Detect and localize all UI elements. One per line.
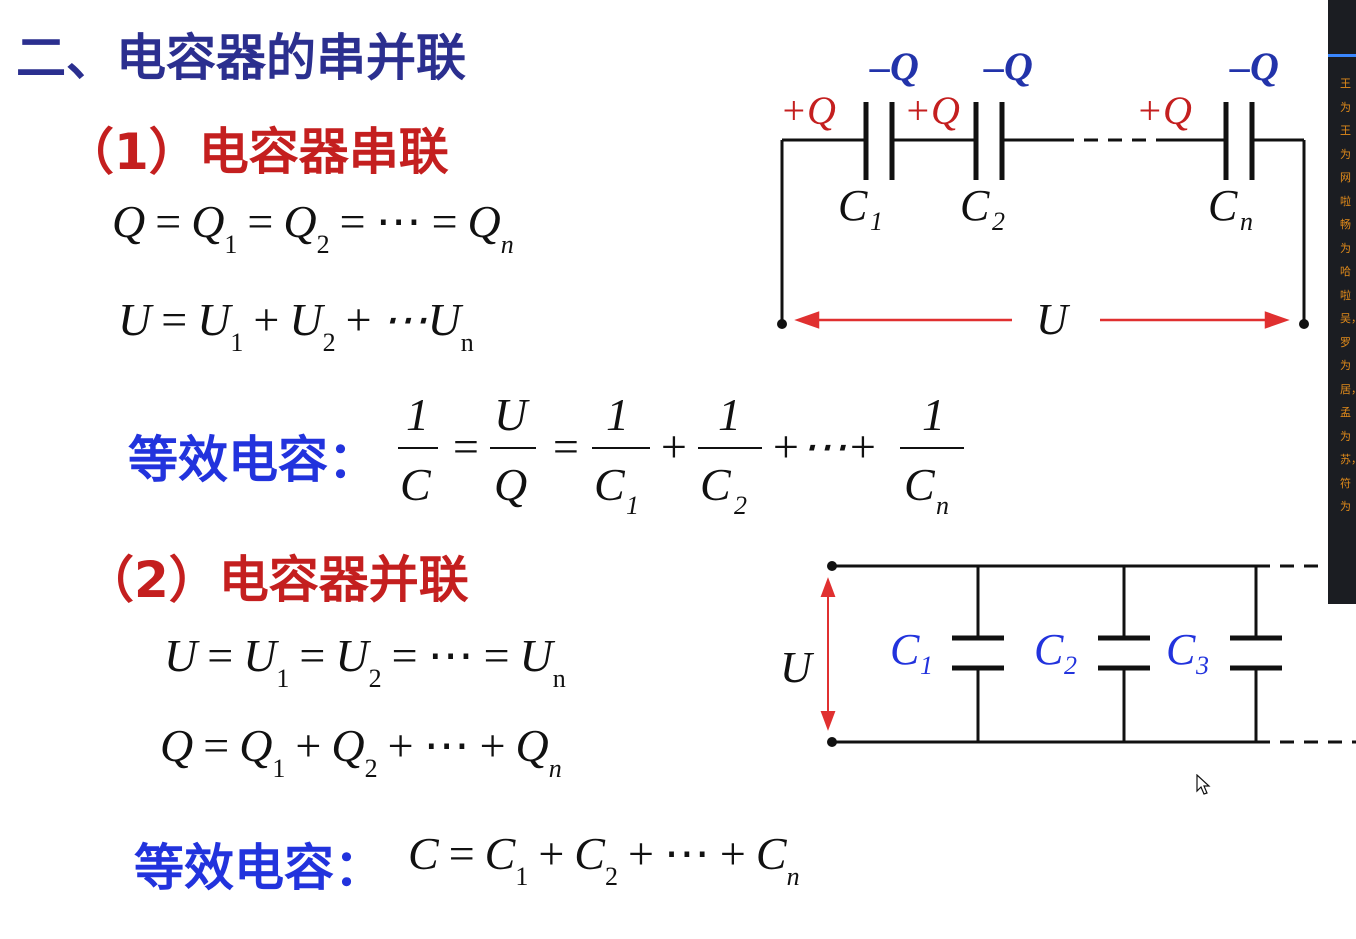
- side-panel-text: 王为王为网啦畅为哈啦吴，罗为居，孟为苏，符为: [1340, 77, 1356, 513]
- frac-tn-sub: n: [936, 491, 949, 520]
- section-heading-parallel: （2）电容器并联: [84, 551, 469, 609]
- svg-text:=: =: [450, 421, 481, 472]
- charge-minus-n: –Q: [1229, 44, 1279, 89]
- series-charge-equation: Q=Q1=Q2=⋯=Qn: [112, 196, 514, 259]
- frac-t2-num: 1: [718, 389, 741, 440]
- side-comment-panel[interactable]: 王为王为网啦畅为哈啦吴，罗为居，孟为苏，符为: [1328, 0, 1356, 604]
- charge-plus-n: +Q: [1136, 88, 1192, 133]
- terminal-left-dot: [777, 319, 787, 329]
- frac-mid-den: Q: [494, 459, 527, 510]
- frac-mid-num: U: [494, 389, 530, 440]
- side-panel-active-tab[interactable]: [1328, 54, 1356, 57]
- terminal-right-dot: [1299, 319, 1309, 329]
- frac-lhs-num: 1: [406, 389, 429, 440]
- charge-minus-2: –Q: [983, 44, 1033, 89]
- parallel-cap-label-c3: C: [1166, 625, 1196, 674]
- parallel-circuit-diagram: U C 1 C 2 C 3: [780, 561, 1356, 747]
- series-circuit-diagram: U +Q +Q +Q –Q –Q –Q C 1 C 2 C n: [777, 44, 1309, 344]
- parallel-terminal-top: [827, 561, 837, 571]
- equiv-capacitance-label-series: 等效电容：: [128, 431, 378, 489]
- frac-t1-den: C: [594, 459, 626, 510]
- frac-tn-den: C: [904, 459, 936, 510]
- parallel-cap-label-c1: C: [890, 625, 920, 674]
- cap-label-c2: C: [960, 181, 990, 230]
- parallel-voltage-label: U: [780, 643, 815, 692]
- svg-text:=: =: [550, 421, 581, 472]
- frac-t1-sub: 1: [626, 491, 639, 520]
- parallel-cap-sub-2: 2: [1064, 651, 1077, 680]
- parallel-cap-sub-3: 3: [1195, 651, 1209, 680]
- parallel-voltage-equation: U=U1=U2=⋯=Un: [164, 630, 566, 693]
- section-heading-series: （1）电容器串联: [64, 123, 449, 181]
- frac-t2-sub: 2: [734, 491, 747, 520]
- charge-plus-2: +Q: [904, 88, 960, 133]
- series-equiv-formula: 1 C = U Q = 1 C 1 + 1 C 2 +⋯+ 1 C n: [398, 389, 964, 520]
- series-voltage-equation: U=U1+U2+⋯Un: [118, 294, 474, 357]
- parallel-cap-sub-1: 1: [920, 651, 933, 680]
- cap-label-cn: C: [1208, 181, 1238, 230]
- parallel-cap-label-c2: C: [1034, 625, 1064, 674]
- equiv-capacitance-label-parallel: 等效电容：: [134, 839, 384, 897]
- svg-text:+: +: [658, 421, 689, 472]
- charge-plus-1: +Q: [780, 88, 836, 133]
- parallel-charge-equation: Q=Q1+Q2+⋯+Qn: [160, 720, 562, 783]
- cap-sub-2: 2: [992, 207, 1005, 236]
- frac-dots: +⋯+: [770, 421, 878, 472]
- cap-sub-n: n: [1240, 207, 1253, 236]
- cap-label-c1: C: [838, 181, 868, 230]
- page-title: 二、电容器的串并联: [16, 29, 466, 87]
- frac-tn-num: 1: [922, 389, 945, 440]
- parallel-equiv-formula: C=C1+C2+⋯+Cn: [408, 828, 800, 891]
- series-voltage-label: U: [1036, 295, 1071, 344]
- frac-t1-num: 1: [606, 389, 629, 440]
- frac-t2-den: C: [700, 459, 732, 510]
- mouse-cursor-icon: [1196, 774, 1211, 795]
- cap-sub-1: 1: [870, 207, 883, 236]
- frac-lhs-den: C: [400, 459, 432, 510]
- charge-minus-1: –Q: [869, 44, 919, 89]
- parallel-terminal-bottom: [827, 737, 837, 747]
